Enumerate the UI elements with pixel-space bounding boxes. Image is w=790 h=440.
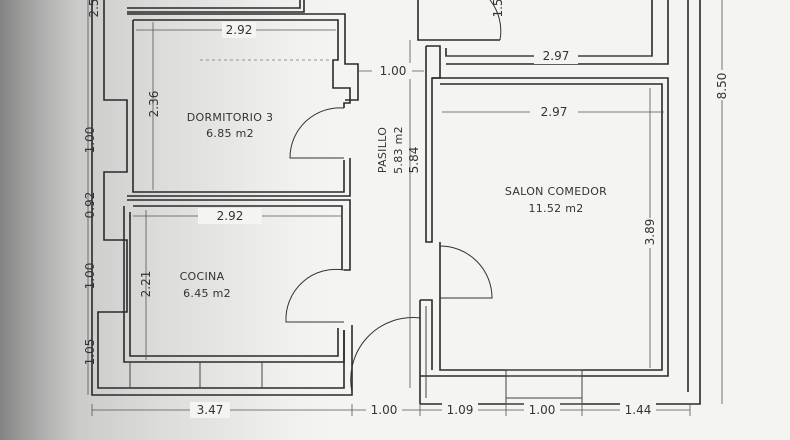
dim-left-3: 1.00 [83, 263, 97, 290]
dim-top-room-depth: 1.5 [491, 0, 505, 18]
right-block-walls [417, 0, 701, 405]
dim-salon-depth: 3.89 [643, 219, 657, 246]
dim-total-height: 8.50 [715, 73, 729, 100]
room-area-cocina: 6.45 m2 [183, 287, 231, 300]
dim-cocina-width: 2.92 [217, 209, 244, 223]
dim-hall-opening: 1.00 [380, 64, 407, 78]
label-backgrounds [190, 22, 730, 418]
dim-cocina-depth: 2.21 [139, 271, 153, 298]
dim-dorm-width: 2.92 [226, 23, 253, 37]
room-name-dormitorio: DORMITORIO 3 [187, 111, 274, 124]
dim-top-room-width: 2.97 [543, 49, 570, 63]
room-name-cocina: COCINA [180, 270, 225, 283]
room-area-dormitorio: 6.85 m2 [206, 127, 254, 140]
dim-left-top: 2.5 [87, 0, 101, 18]
room-name-salon: SALON COMEDOR [505, 185, 607, 198]
left-block-walls [91, 0, 359, 396]
dim-dorm-depth: 2.36 [147, 91, 161, 118]
room-labels: DORMITORIO 3 6.85 m2 COCINA 6.45 m2 SALO… [180, 111, 607, 300]
dim-bottom-1: 3.47 [197, 403, 224, 417]
dim-left-4: 1.05 [83, 339, 97, 366]
dim-bottom-4: 1.00 [529, 403, 556, 417]
dim-bottom-3: 1.09 [447, 403, 474, 417]
dim-pasillo-length: 5.84 [407, 147, 421, 174]
right-doors [439, 0, 502, 299]
room-name-pasillo: PASILLO [376, 127, 389, 173]
dim-bottom-2: 1.00 [371, 403, 398, 417]
dim-bottom-5: 1.44 [625, 403, 652, 417]
room-area-pasillo: 5.83 m2 [392, 126, 405, 174]
dim-left-1: 1.00 [83, 127, 97, 154]
dimension-labels: 2.92 2.36 2.92 2.21 1.00 5.84 2.97 1.5 2… [83, 0, 729, 417]
dim-left-2: 0.92 [83, 192, 97, 219]
dim-salon-width: 2.97 [541, 105, 568, 119]
room-area-salon: 11.52 m2 [528, 202, 583, 215]
